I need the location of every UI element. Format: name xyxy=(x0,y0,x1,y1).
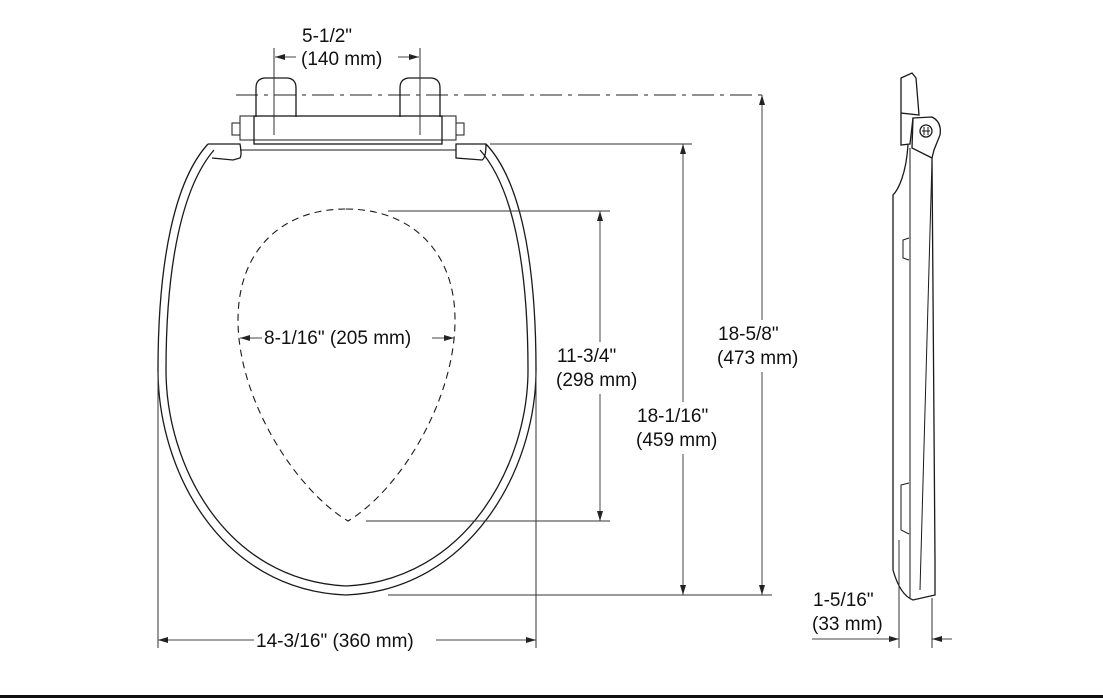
bumper-top xyxy=(902,237,910,261)
seat-length-metric: (459 mm) xyxy=(636,430,717,451)
seat-length-imperial: 18-1/16" xyxy=(637,406,708,427)
arrow-icon xyxy=(759,95,765,105)
opening-width-label: 8-1/16" (205 mm) xyxy=(264,328,411,349)
hinge-spacing-metric: (140 mm) xyxy=(301,49,382,70)
side-view: 1-5/16" (33 mm) xyxy=(812,72,952,648)
seat-width-label: 14-3/16" (360 mm) xyxy=(256,631,414,652)
side-profile-rim xyxy=(919,159,933,591)
hinge-cap-left xyxy=(231,122,241,136)
arrow-icon xyxy=(444,335,454,341)
arrow-icon xyxy=(275,54,285,60)
arrow-icon xyxy=(680,585,686,595)
arrow-icon xyxy=(240,335,250,341)
arrow-icon xyxy=(889,636,899,642)
side-hinge-bracket xyxy=(911,116,941,159)
arrow-icon xyxy=(158,637,168,643)
seat-height-metric: (33 mm) xyxy=(812,614,883,635)
arrow-icon xyxy=(597,211,603,221)
arrow-icon xyxy=(597,511,603,521)
opening-length-metric: (298 mm) xyxy=(556,370,637,391)
hinge-post-left xyxy=(255,77,297,117)
arrow-icon xyxy=(759,585,765,595)
overall-length-metric: (473 mm) xyxy=(717,348,798,369)
seat-opening xyxy=(237,208,456,522)
opening-length-imperial: 11-3/4" xyxy=(557,346,616,367)
hinge-cap-right xyxy=(455,122,465,136)
arrow-icon xyxy=(526,637,536,643)
side-hinge-lower xyxy=(900,113,914,146)
top-view: 5-1/2" (140 mm) 8-1/16" (205 mm) 11-3/4"… xyxy=(157,26,810,652)
hinge-spacing-imperial: 5-1/2" xyxy=(302,26,352,47)
bottom-border xyxy=(0,695,1103,698)
seat-outer-edge xyxy=(157,143,537,596)
hinge-bar-frame xyxy=(239,115,457,141)
bumper-bottom xyxy=(900,482,910,535)
arrow-icon xyxy=(409,54,419,60)
seat-height-imperial: 1-5/16" xyxy=(813,590,874,611)
arrow-icon xyxy=(932,636,942,642)
overall-length-imperial: 18-5/8" xyxy=(718,324,779,345)
side-profile-outer xyxy=(892,144,936,601)
arrow-icon xyxy=(680,144,686,154)
hinge-bolt-icon xyxy=(919,124,933,138)
side-hinge-block xyxy=(900,72,920,116)
seat-inner-edge xyxy=(165,149,529,587)
